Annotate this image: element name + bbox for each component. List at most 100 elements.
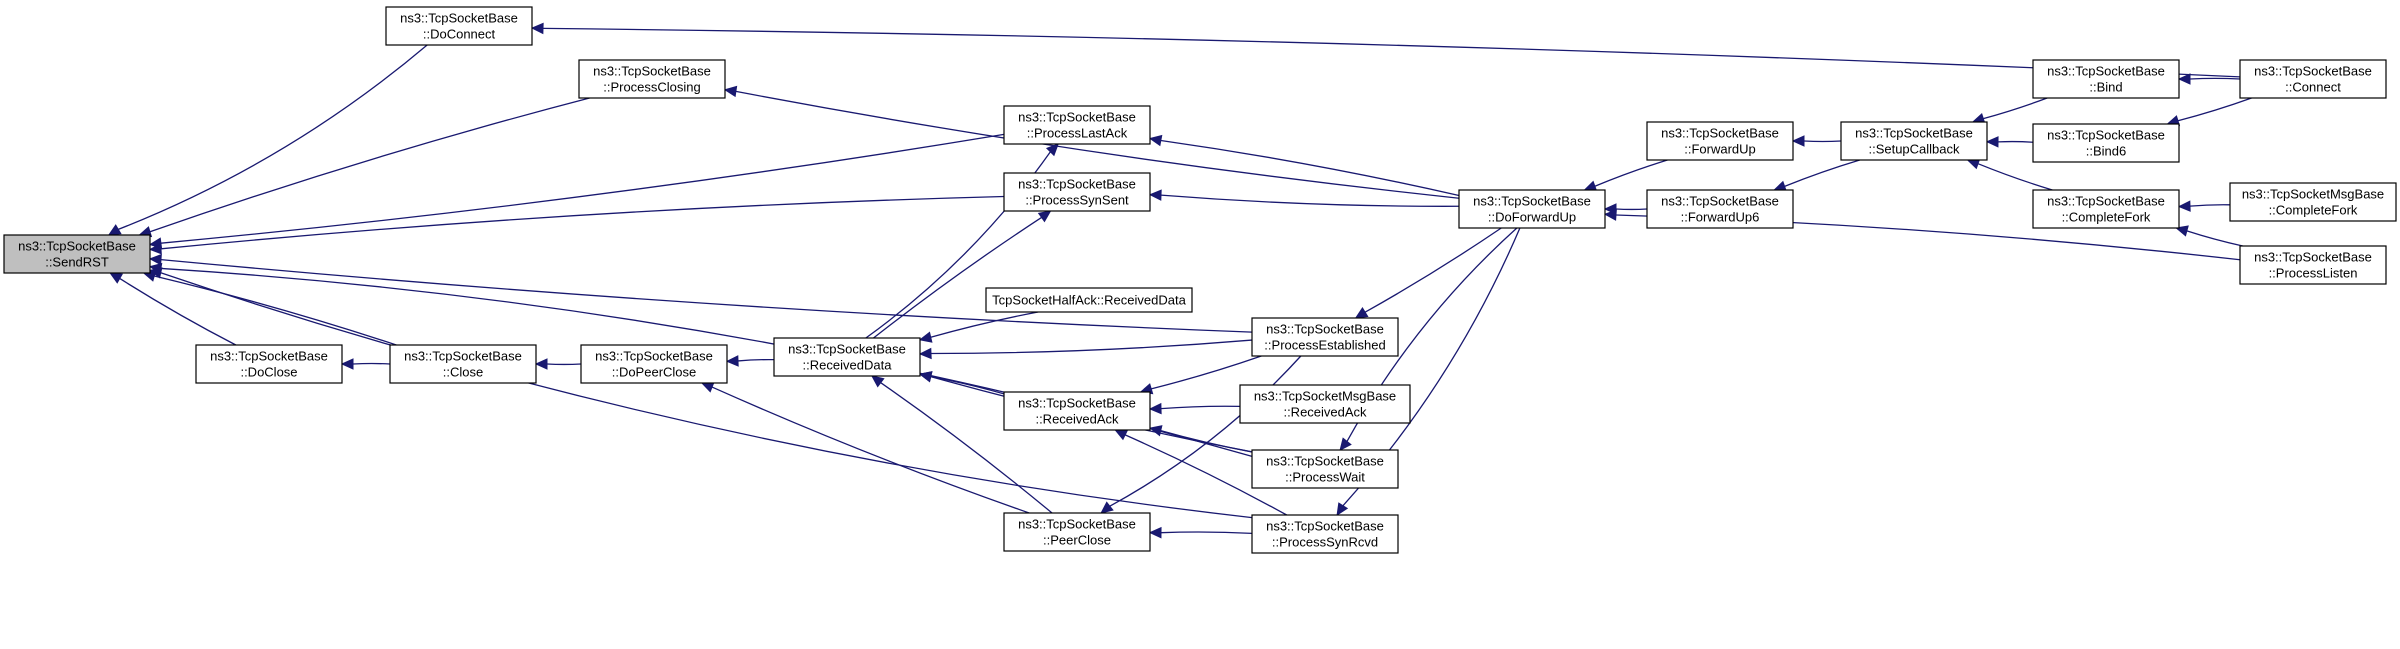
edge-processsynsent-to-sendrst bbox=[160, 195, 1005, 250]
node-doconnect[interactable]: ns3::TcpSocketBase::DoConnect bbox=[385, 6, 533, 46]
node-forwardup6-box bbox=[1646, 189, 1794, 229]
node-receiveddata-label-0: ns3::TcpSocketBase bbox=[788, 342, 906, 357]
nodes-layer: ns3::TcpSocketBase::SendRSTns3::TcpSocke… bbox=[3, 6, 2397, 554]
edge-processlisten-to-completefork bbox=[2186, 230, 2243, 247]
node-peerclose-label-0: ns3::TcpSocketBase bbox=[1018, 517, 1136, 532]
edge-connect-to-bind bbox=[2189, 77, 2241, 80]
edge-processwait-to-receivedack bbox=[1160, 429, 1253, 453]
node-connect[interactable]: ns3::TcpSocketBase::Connect bbox=[2239, 59, 2387, 99]
node-receiveddata[interactable]: ns3::TcpSocketBase::ReceivedData bbox=[773, 337, 921, 377]
node-forwardup[interactable]: ns3::TcpSocketBase::ForwardUp bbox=[1646, 121, 1794, 161]
node-processsynrcvd-label-0: ns3::TcpSocketBase bbox=[1266, 519, 1384, 534]
edge-close-to-sendrst bbox=[154, 275, 397, 346]
node-msgbase_receivedack-label-1: ::ReceivedAck bbox=[1283, 405, 1367, 420]
node-close-label-1: ::Close bbox=[443, 365, 483, 380]
node-processsynsent-label-1: ::ProcessSynSent bbox=[1025, 193, 1129, 208]
arrowhead-sendrst bbox=[109, 272, 124, 284]
node-doclose[interactable]: ns3::TcpSocketBase::DoClose bbox=[195, 344, 343, 384]
edge-setupcallback-to-forwardup6 bbox=[1784, 159, 1860, 187]
node-close-label-0: ns3::TcpSocketBase bbox=[404, 349, 522, 364]
node-forwardup6-label-1: ::ForwardUp6 bbox=[1681, 210, 1760, 225]
node-processestablished[interactable]: ns3::TcpSocketBase::ProcessEstablished bbox=[1251, 317, 1399, 357]
node-processclosing-label-1: ::ProcessClosing bbox=[603, 80, 701, 95]
node-sendrst-label-0: ns3::TcpSocketBase bbox=[18, 239, 136, 254]
node-processlisten-label-0: ns3::TcpSocketBase bbox=[2254, 250, 2372, 265]
node-processwait-label-0: ns3::TcpSocketBase bbox=[1266, 454, 1384, 469]
arrowhead-peerclose bbox=[1148, 526, 1162, 539]
node-doforwardup[interactable]: ns3::TcpSocketBase::DoForwardUp bbox=[1458, 189, 1606, 229]
arrowhead-sendrst bbox=[148, 253, 162, 266]
arrowhead-forwardup bbox=[1791, 135, 1805, 147]
node-bind[interactable]: ns3::TcpSocketBase::Bind bbox=[2032, 59, 2180, 99]
node-setupcallback-label-0: ns3::TcpSocketBase bbox=[1855, 126, 1973, 141]
node-processestablished-label-0: ns3::TcpSocketBase bbox=[1266, 322, 1384, 337]
node-halfack-label-0: TcpSocketHalfAck::ReceivedData bbox=[992, 293, 1186, 308]
arrowhead-processlastack bbox=[1045, 143, 1060, 157]
node-bind6[interactable]: ns3::TcpSocketBase::Bind6 bbox=[2032, 123, 2180, 163]
node-processclosing[interactable]: ns3::TcpSocketBase::ProcessClosing bbox=[578, 59, 726, 99]
node-processwait[interactable]: ns3::TcpSocketBase::ProcessWait bbox=[1251, 449, 1399, 489]
arrowhead-processsynrcvd bbox=[1336, 502, 1349, 517]
node-msgbase_receivedack-label-0: ns3::TcpSocketMsgBase bbox=[1254, 389, 1396, 404]
arrowhead-processwait bbox=[1339, 437, 1352, 451]
node-bind-box bbox=[2032, 59, 2180, 99]
node-processestablished-box bbox=[1251, 317, 1399, 357]
node-forwardup6[interactable]: ns3::TcpSocketBase::ForwardUp6 bbox=[1646, 189, 1794, 229]
arrowhead-completefork bbox=[2177, 200, 2191, 212]
node-halfack[interactable]: TcpSocketHalfAck::ReceivedData bbox=[985, 287, 1193, 313]
node-msgbase_completefork[interactable]: ns3::TcpSocketMsgBase::CompleteFork bbox=[2229, 182, 2397, 222]
node-msgbase_receivedack[interactable]: ns3::TcpSocketMsgBase::ReceivedAck bbox=[1239, 384, 1411, 424]
edge-processsynrcvd-to-receivedack bbox=[1124, 434, 1288, 516]
arrowhead-dopeerclose bbox=[700, 381, 715, 393]
arrowhead-processestablished bbox=[1354, 307, 1369, 319]
node-dopeerclose-box bbox=[580, 344, 728, 384]
edge-processsynrcvd-to-sendrst bbox=[160, 272, 1253, 519]
arrowhead-processsynsent bbox=[1037, 210, 1052, 223]
node-doclose-label-0: ns3::TcpSocketBase bbox=[210, 349, 328, 364]
node-receivedack[interactable]: ns3::TcpSocketBase::ReceivedAck bbox=[1003, 391, 1151, 431]
node-processsynrcvd-label-1: ::ProcessSynRcvd bbox=[1272, 535, 1378, 550]
node-processsynsent-label-0: ns3::TcpSocketBase bbox=[1018, 177, 1136, 192]
node-processestablished-label-1: ::ProcessEstablished bbox=[1264, 338, 1385, 353]
node-processlisten[interactable]: ns3::TcpSocketBase::ProcessListen bbox=[2239, 245, 2387, 285]
node-connect-label-1: ::Connect bbox=[2285, 80, 2341, 95]
node-dopeerclose[interactable]: ns3::TcpSocketBase::DoPeerClose bbox=[580, 344, 728, 384]
edge-doforwardup-to-processlastack bbox=[1160, 139, 1460, 197]
node-receiveddata-label-1: ::ReceivedData bbox=[803, 358, 893, 373]
node-doforwardup-label-1: ::DoForwardUp bbox=[1488, 210, 1576, 225]
edge-halfack-to-receiveddata bbox=[930, 311, 1039, 338]
node-doconnect-box bbox=[385, 6, 533, 46]
node-processsynsent[interactable]: ns3::TcpSocketBase::ProcessSynSent bbox=[1003, 172, 1151, 212]
arrowhead-receiveddata bbox=[918, 371, 933, 383]
node-forwardup-label-0: ns3::TcpSocketBase bbox=[1661, 126, 1779, 141]
arrowhead-peerclose bbox=[1100, 501, 1114, 514]
node-bind-label-1: ::Bind bbox=[2089, 80, 2122, 95]
node-bind6-label-0: ns3::TcpSocketBase bbox=[2047, 128, 2165, 143]
node-completefork[interactable]: ns3::TcpSocketBase::CompleteFork bbox=[2032, 189, 2180, 229]
node-connect-box bbox=[2239, 59, 2387, 99]
node-sendrst[interactable]: ns3::TcpSocketBase::SendRST bbox=[3, 234, 151, 274]
edge-receiveddata-to-processsynsent bbox=[873, 216, 1042, 339]
node-processlastack[interactable]: ns3::TcpSocketBase::ProcessLastAck bbox=[1003, 105, 1151, 145]
node-completefork-label-1: ::CompleteFork bbox=[2062, 210, 2151, 225]
edge-peerclose-to-receiveddata bbox=[880, 382, 1053, 514]
node-doforwardup-label-0: ns3::TcpSocketBase bbox=[1473, 194, 1591, 209]
node-doclose-box bbox=[195, 344, 343, 384]
node-processsynrcvd[interactable]: ns3::TcpSocketBase::ProcessSynRcvd bbox=[1251, 514, 1399, 554]
node-setupcallback[interactable]: ns3::TcpSocketBase::SetupCallback bbox=[1840, 121, 1988, 161]
arrowhead-sendrst bbox=[107, 224, 122, 236]
node-doclose-label-1: ::DoClose bbox=[240, 365, 297, 380]
node-completefork-box bbox=[2032, 189, 2180, 229]
arrowhead-sendrst bbox=[148, 242, 162, 255]
node-peerclose[interactable]: ns3::TcpSocketBase::PeerClose bbox=[1003, 512, 1151, 552]
node-msgbase_completefork-box bbox=[2229, 182, 2397, 222]
edge-bind-to-setupcallback bbox=[1983, 97, 2048, 120]
node-close[interactable]: ns3::TcpSocketBase::Close bbox=[389, 344, 537, 384]
edge-processestablished-to-sendrst bbox=[160, 258, 1253, 333]
edge-processsynrcvd-to-peerclose bbox=[1160, 531, 1253, 535]
node-processlisten-label-1: ::ProcessListen bbox=[2269, 266, 2358, 281]
arrowhead-receiveddata bbox=[871, 375, 885, 388]
node-processsynrcvd-box bbox=[1251, 514, 1399, 554]
arrowhead-processsynsent bbox=[1148, 189, 1162, 201]
